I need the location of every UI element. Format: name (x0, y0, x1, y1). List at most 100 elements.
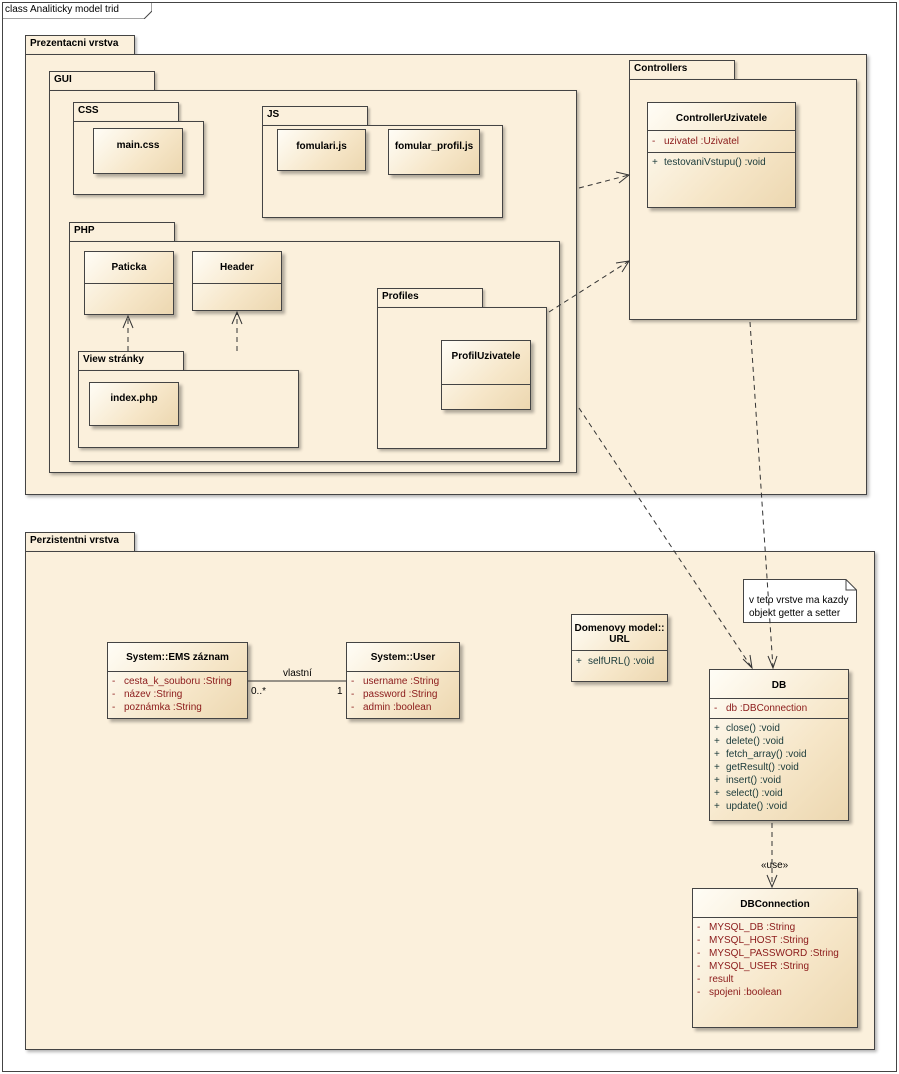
class-header[interactable]: Header (192, 251, 282, 311)
visibility-marker: + (714, 762, 720, 773)
note-line-2: objekt getter a setter (749, 608, 841, 619)
dbconnection-attribute: -MYSQL_DB :String (693, 921, 857, 934)
attribute-text: spojeni :boolean (709, 987, 782, 998)
package-perzistentni-label: Perzistentni vrstva (30, 535, 119, 546)
visibility-marker: - (351, 676, 355, 687)
operation-text: close() :void (726, 723, 780, 734)
attribute-text: cesta_k_souboru :String (124, 676, 232, 687)
controller-operation: +testovaniVstupu() :void (648, 156, 795, 169)
controller-attribute: -uzivatel :Uzivatel (648, 135, 795, 148)
package-js-tab[interactable]: JS (262, 106, 368, 126)
class-url-separator (572, 650, 667, 651)
attribute-text: db :DBConnection (726, 703, 808, 714)
class-header-name: Header (220, 262, 254, 273)
package-php-label: PHP (74, 225, 95, 236)
class-ems-zaznam-name: System::EMS záznam (126, 652, 229, 663)
association-multiplicity-left: 0..* (251, 686, 267, 697)
class-controller-uzivatele-attr-separator (648, 130, 795, 131)
attribute-text: result (709, 974, 734, 985)
attribute-text: username :String (363, 676, 440, 687)
class-index-php-name: index.php (110, 393, 158, 404)
class-db[interactable]: DB -db :DBConnection + close() :void +del… (709, 669, 849, 821)
visibility-marker: + (652, 157, 658, 168)
attribute-text: poznámka :String (124, 702, 202, 713)
operation-text: insert() :void (726, 775, 782, 786)
url-operation: +selfURL() :void (572, 655, 667, 668)
attribute-text: MYSQL_DB :String (709, 922, 796, 933)
association-multiplicity-right: 1 (337, 686, 343, 697)
visibility-marker: + (714, 801, 720, 812)
class-system-user[interactable]: System::User -username :String -password… (346, 642, 460, 719)
operation-text: update() :void (726, 801, 788, 812)
db-attribute: -db :DBConnection (710, 702, 848, 715)
attribute-text: MYSQL_HOST :String (709, 935, 809, 946)
class-db-name: DB (771, 680, 787, 691)
class-fomulari-js[interactable]: fomulari.js (277, 129, 366, 171)
attribute-text: uzivatel :Uzivatel (664, 136, 740, 147)
class-profil-uzivatele-name: ProfilUzivatele (451, 351, 521, 362)
dbconnection-attribute: -MYSQL_USER :String (693, 960, 857, 973)
package-js-label: JS (267, 109, 280, 120)
class-controller-uzivatele[interactable]: ControllerUzivatele -uzivatel :Uzivatel … (647, 102, 796, 208)
db-operation: + getResult() :void (710, 761, 848, 774)
dependency-stereotype: «use» (761, 860, 789, 871)
package-css-label: CSS (78, 105, 99, 116)
operation-text: selfURL() :void (588, 656, 655, 667)
class-profil-uzivatele-separator (442, 384, 530, 385)
class-db-attr-separator (710, 698, 848, 699)
class-controller-uzivatele-name: ControllerUzivatele (675, 113, 768, 124)
visibility-marker: + (714, 723, 720, 734)
attribute-text: MYSQL_USER :String (709, 961, 810, 972)
class-controller-uzivatele-op-separator (648, 152, 795, 153)
class-paticka[interactable]: Paticka (84, 251, 174, 315)
operation-text: getResult() :void (726, 762, 799, 773)
dbconnection-attribute: -result (693, 973, 857, 986)
package-php-tab[interactable]: PHP (69, 222, 175, 242)
class-dbconnection-name: DBConnection (740, 899, 810, 910)
package-perzistentni-tab[interactable]: Perzistentni vrstva (25, 532, 135, 552)
class-ems-zaznam-separator (108, 671, 247, 672)
dbconnection-attribute-list: -MYSQL_DB :String -MYSQL_HOST :String -M… (693, 921, 857, 999)
db-operation: + select() :void (710, 787, 848, 800)
ems-attribute: -název :String (108, 688, 247, 701)
visibility-marker: + (714, 749, 720, 760)
visibility-marker: + (714, 788, 720, 799)
visibility-marker: - (697, 974, 701, 985)
package-prezentacni-label: Prezentacni vrstva (30, 38, 119, 49)
db-operation-list: +close() :void +delete() :void +fetch_ar… (710, 722, 848, 813)
class-domenovy-model-url[interactable]: Domenovy model:: URL +selfURL() :void (571, 614, 668, 682)
note[interactable]: v teto vrstve ma kazdy objekt getter a s… (743, 579, 857, 623)
package-css-tab[interactable]: CSS (73, 102, 179, 122)
class-dbconnection[interactable]: DBConnection -MYSQL_DB :String -MYSQL_HO… (692, 888, 858, 1028)
visibility-marker: + (714, 736, 720, 747)
package-view-tab[interactable]: View stránky (78, 351, 184, 371)
operation-text: select() :void (726, 788, 783, 799)
class-index-php[interactable]: index.php (89, 382, 179, 426)
class-profil-uzivatele[interactable]: ProfilUzivatele (441, 340, 531, 410)
visibility-marker: - (697, 961, 701, 972)
package-profiles-tab[interactable]: Profiles (377, 288, 483, 308)
visibility-marker: - (714, 703, 718, 714)
class-db-op-separator (710, 718, 848, 719)
class-url-name-line1: Domenovy model:: (574, 623, 665, 634)
package-controllers-tab[interactable]: Controllers (629, 60, 735, 80)
db-operation: + update() :void (710, 800, 848, 813)
user-attribute-list: -username :String -password :String -adm… (347, 675, 459, 714)
db-operation: +delete() :void (710, 735, 848, 748)
attribute-text: MYSQL_PASSWORD :String (709, 948, 839, 959)
class-ems-zaznam[interactable]: System::EMS záznam -cesta_k_souboru :Str… (107, 642, 248, 719)
note-line-1: v teto vrstve ma kazdy (749, 595, 849, 606)
package-prezentacni-tab[interactable]: Prezentacni vrstva (25, 35, 135, 55)
class-system-user-name: System::User (370, 652, 436, 663)
package-gui-tab[interactable]: GUI (49, 71, 155, 91)
class-fomulari-js-name: fomulari.js (296, 141, 347, 152)
user-attribute: -username :String (347, 675, 459, 688)
attribute-text: password :String (363, 689, 438, 700)
visibility-marker: - (697, 935, 701, 946)
class-paticka-name: Paticka (111, 262, 147, 273)
class-main-css[interactable]: main.css (93, 128, 183, 174)
class-fomular-profil-js[interactable]: fomular_profil.js (388, 129, 480, 175)
visibility-marker: - (112, 689, 116, 700)
class-dbconnection-separator (693, 917, 857, 918)
